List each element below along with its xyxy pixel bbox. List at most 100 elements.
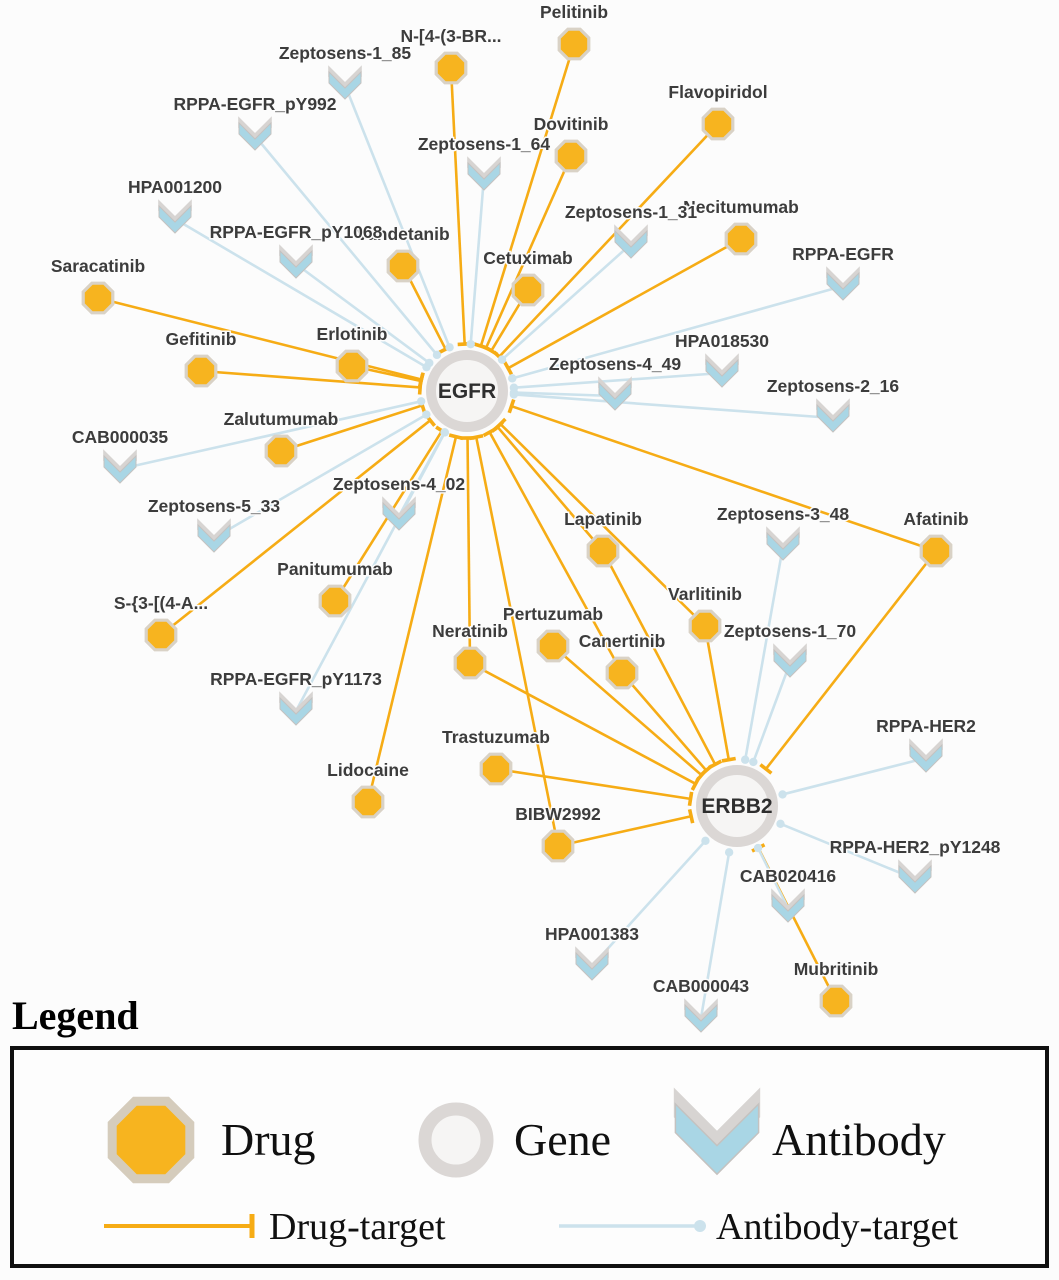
node-label: HPA001200 xyxy=(128,177,222,197)
antibody-node[interactable] xyxy=(328,65,362,100)
drug-node[interactable] xyxy=(554,139,588,173)
node-label: Erlotinib xyxy=(317,324,388,344)
drug-octagon-icon xyxy=(605,656,639,690)
antibody-node[interactable] xyxy=(382,496,416,531)
antibody-node[interactable] xyxy=(898,859,932,894)
drug-node[interactable] xyxy=(144,618,178,652)
edge-line xyxy=(601,550,717,765)
drug-octagon-icon xyxy=(536,629,570,663)
node-label: CAB000035 xyxy=(72,427,169,447)
antibody-chevron-icon xyxy=(197,523,231,553)
drug-node[interactable] xyxy=(453,646,487,680)
antibody-chevron-icon xyxy=(103,454,137,484)
edge-dot xyxy=(749,757,758,767)
drug-node[interactable] xyxy=(557,27,591,61)
antibody-node[interactable] xyxy=(279,244,313,279)
edge-line xyxy=(213,413,428,540)
gene-node[interactable]: ERBB2 xyxy=(696,765,778,847)
edge-inhibit-tee xyxy=(482,427,497,438)
drug-node[interactable] xyxy=(819,984,853,1018)
node-label: Zeptosens-1_64 xyxy=(418,134,551,154)
drug-node[interactable] xyxy=(919,534,953,568)
node-label: Cetuximab xyxy=(483,248,572,268)
drug-node[interactable] xyxy=(586,534,620,568)
node-label: Necitumumab xyxy=(683,197,799,217)
antibody-node[interactable] xyxy=(103,449,137,484)
antibody-target-edge xyxy=(343,84,454,352)
antibody-target-edge xyxy=(466,175,486,349)
drug-node[interactable] xyxy=(184,354,218,388)
drug-node[interactable] xyxy=(605,656,639,690)
drug-node[interactable] xyxy=(536,629,570,663)
edge-line xyxy=(511,404,937,553)
antibody-node[interactable] xyxy=(279,691,313,726)
legend-title: Legend xyxy=(12,993,139,1038)
drug-octagon-icon xyxy=(351,785,385,819)
edge-line xyxy=(160,419,432,637)
antibody-node[interactable] xyxy=(614,224,648,259)
antibody-node[interactable] xyxy=(467,156,501,191)
drug-octagon-icon xyxy=(184,354,218,388)
drug-node[interactable] xyxy=(511,273,545,307)
antibody-node[interactable] xyxy=(158,199,192,234)
drug-octagon-icon xyxy=(919,534,953,568)
antibody-node[interactable] xyxy=(773,643,807,678)
node-label: Afatinib xyxy=(903,509,968,529)
edge-dot xyxy=(466,339,475,349)
edge-line xyxy=(488,431,624,674)
legend-antibody-edge-dot xyxy=(694,1220,706,1232)
drug-target-edge xyxy=(557,809,695,848)
drug-node[interactable] xyxy=(688,609,722,643)
drug-octagon-icon xyxy=(453,646,487,680)
edge-dot xyxy=(509,390,519,399)
edge-line xyxy=(479,43,576,347)
legend-drug-label: Drug xyxy=(221,1114,316,1165)
antibody-node[interactable] xyxy=(684,998,718,1033)
antibody-target-edge xyxy=(699,848,734,1019)
edge-line xyxy=(466,437,472,664)
node-label: RPPA-HER2 xyxy=(876,716,976,736)
antibody-node[interactable] xyxy=(598,376,632,411)
antibody-target-edge xyxy=(776,819,916,881)
antibody-node[interactable] xyxy=(705,353,739,388)
drug-node[interactable] xyxy=(541,829,575,863)
node-label: Trastuzumab xyxy=(442,727,550,747)
drug-node[interactable] xyxy=(264,434,298,468)
edge-line xyxy=(501,243,632,361)
gene-node[interactable]: EGFR xyxy=(426,350,508,432)
drug-node[interactable] xyxy=(724,222,758,256)
drug-target-edge xyxy=(507,398,937,553)
antibody-target-edge xyxy=(591,836,710,967)
antibody-node[interactable] xyxy=(238,116,272,151)
drug-octagon-icon xyxy=(434,51,468,85)
drug-node[interactable] xyxy=(81,281,115,315)
edge-dot xyxy=(440,428,450,437)
gene-label: EGFR xyxy=(438,380,496,403)
drug-node[interactable] xyxy=(434,51,468,85)
drug-node[interactable] xyxy=(335,349,369,383)
antibody-node[interactable] xyxy=(826,266,860,301)
antibody-node[interactable] xyxy=(909,738,943,773)
antibody-chevron-icon xyxy=(614,229,648,259)
edge-line xyxy=(552,645,703,777)
drug-node[interactable] xyxy=(701,107,735,141)
antibody-node[interactable] xyxy=(816,398,850,433)
node-label: Lidocaine xyxy=(327,760,409,780)
drug-node[interactable] xyxy=(479,752,513,786)
antibody-node[interactable] xyxy=(771,888,805,923)
antibody-node[interactable] xyxy=(197,518,231,553)
antibody-node[interactable] xyxy=(575,946,609,981)
node-label: Mubritinib xyxy=(794,959,879,979)
node-label: Pelitinib xyxy=(540,2,608,22)
drug-node[interactable] xyxy=(386,249,420,283)
antibody-chevron-icon xyxy=(773,648,807,678)
drug-node[interactable] xyxy=(318,584,352,618)
edge-inhibit-tee xyxy=(503,361,514,376)
antibody-chevron-icon xyxy=(467,161,501,191)
antibody-node[interactable] xyxy=(766,526,800,561)
gene-circle-icon xyxy=(696,765,778,847)
drug-node[interactable] xyxy=(351,785,385,819)
edge-line xyxy=(511,284,844,380)
